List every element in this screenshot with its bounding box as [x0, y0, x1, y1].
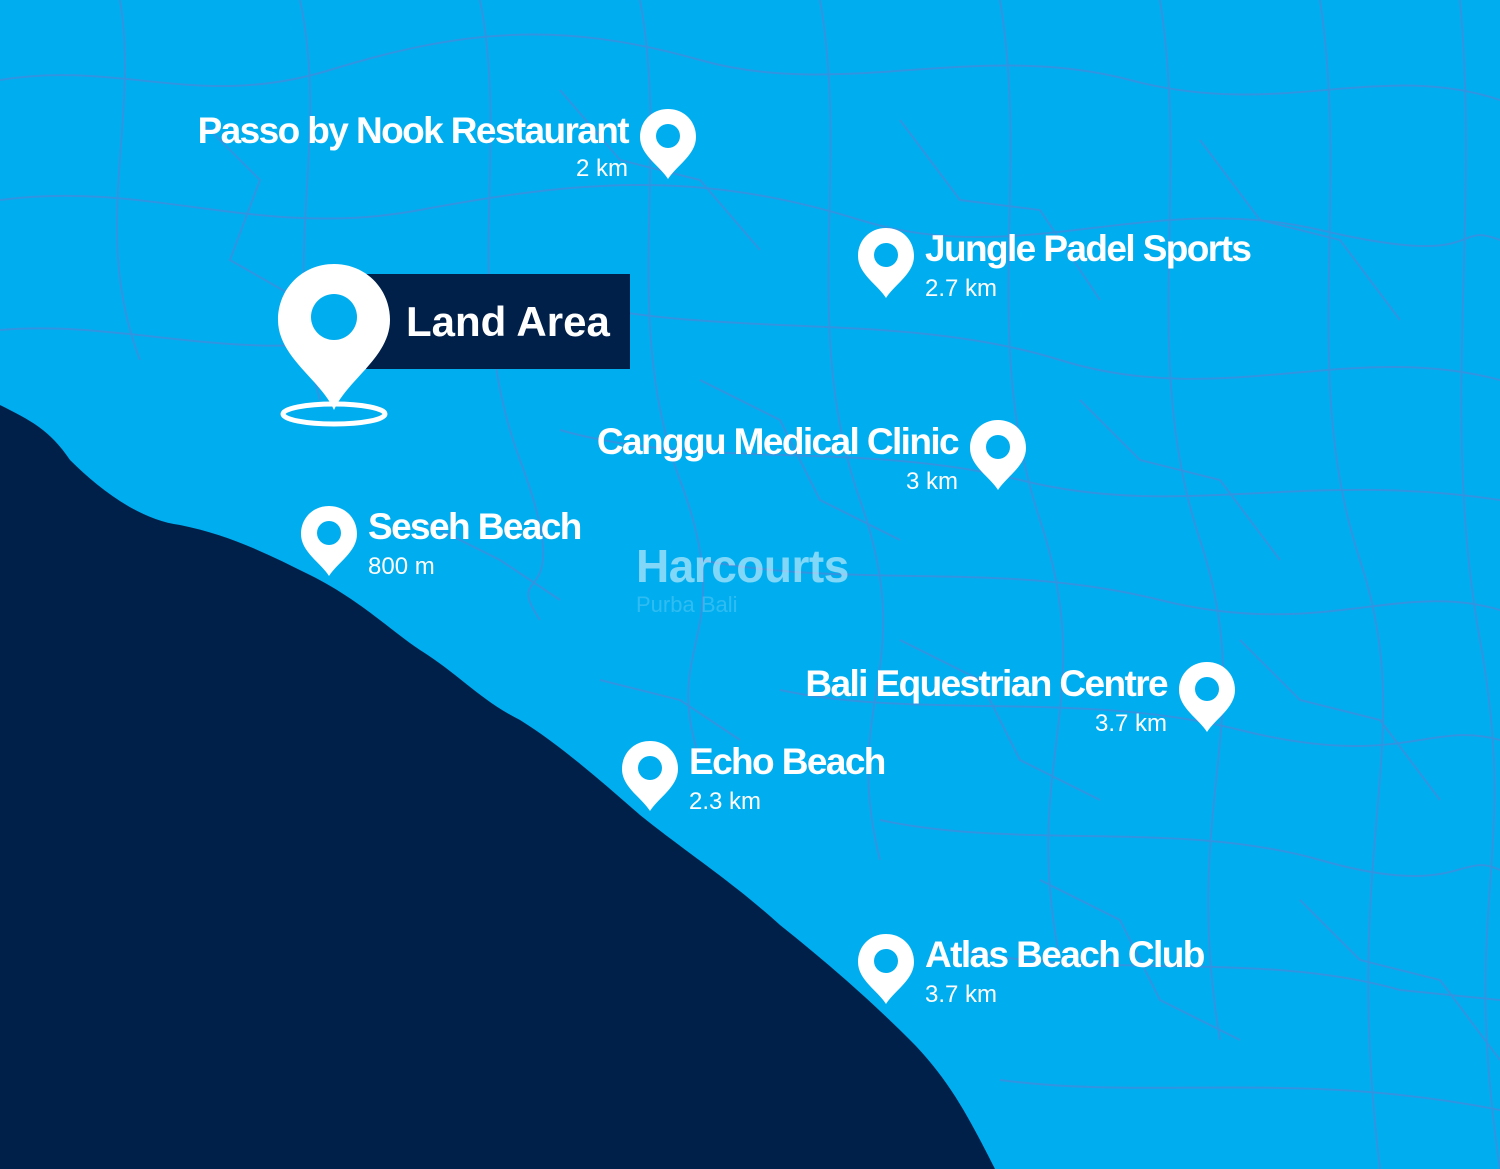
- watermark-brand: Harcourts: [636, 540, 849, 592]
- harcourts-watermark: Harcourts Purba Bali: [636, 540, 849, 618]
- map-pin-icon: [640, 109, 696, 179]
- poi-name: Seseh Beach: [368, 506, 582, 547]
- poi-distance: 2.7 km: [925, 275, 998, 302]
- map-pin-icon: [278, 264, 390, 427]
- map-pin-icon: [622, 741, 678, 811]
- poi-distance: 3 km: [905, 468, 958, 495]
- poi-distance: 2.3 km: [689, 788, 762, 815]
- poi-name: Canggu Medical Clinic: [596, 421, 960, 462]
- land-area-label: Land Area: [406, 298, 610, 345]
- land-mass: [0, 405, 995, 1169]
- poi-distance: 3.7 km: [1094, 710, 1167, 737]
- land-area-label-box: [366, 274, 630, 369]
- map-pin-icon: [301, 506, 357, 576]
- map-pin-icon: [970, 420, 1026, 490]
- poi-name: Passo by Nook Restaurant: [197, 110, 630, 151]
- poi-distance: 2 km: [575, 155, 628, 182]
- poi-distance: 3.7 km: [925, 981, 998, 1008]
- poi-name: Echo Beach: [689, 741, 886, 782]
- poi-distance: 800 m: [368, 553, 435, 580]
- poi-name: Atlas Beach Club: [925, 934, 1205, 975]
- map-pin-icon: [858, 228, 914, 298]
- map-pin-icon: [858, 934, 914, 1004]
- poi-name: Bali Equestrian Centre: [805, 663, 1168, 704]
- watermark-subtitle: Purba Bali: [636, 592, 738, 617]
- map-pin-icon: [1179, 662, 1235, 732]
- poi-name: Jungle Padel Sports: [925, 228, 1252, 269]
